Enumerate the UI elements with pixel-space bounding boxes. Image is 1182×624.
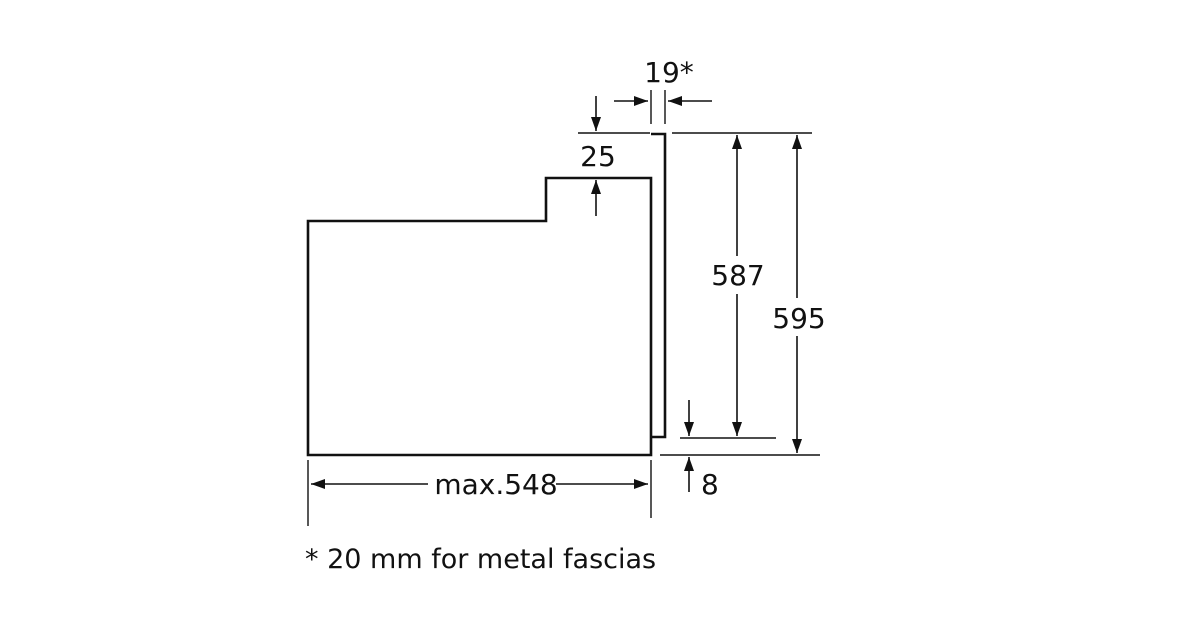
overall-height-label: 595 xyxy=(772,302,825,335)
fascia-thickness-label: 19* xyxy=(644,56,694,89)
top-step-label: 25 xyxy=(580,140,616,173)
front-fascia-outline xyxy=(651,132,667,439)
front-height-label: 587 xyxy=(711,259,764,292)
depth-label: max.548 xyxy=(434,468,557,501)
oven-body-outline xyxy=(306,176,653,457)
footnote-text: * 20 mm for metal fascias xyxy=(305,544,656,575)
bottom-offset-label: 8 xyxy=(701,468,719,501)
